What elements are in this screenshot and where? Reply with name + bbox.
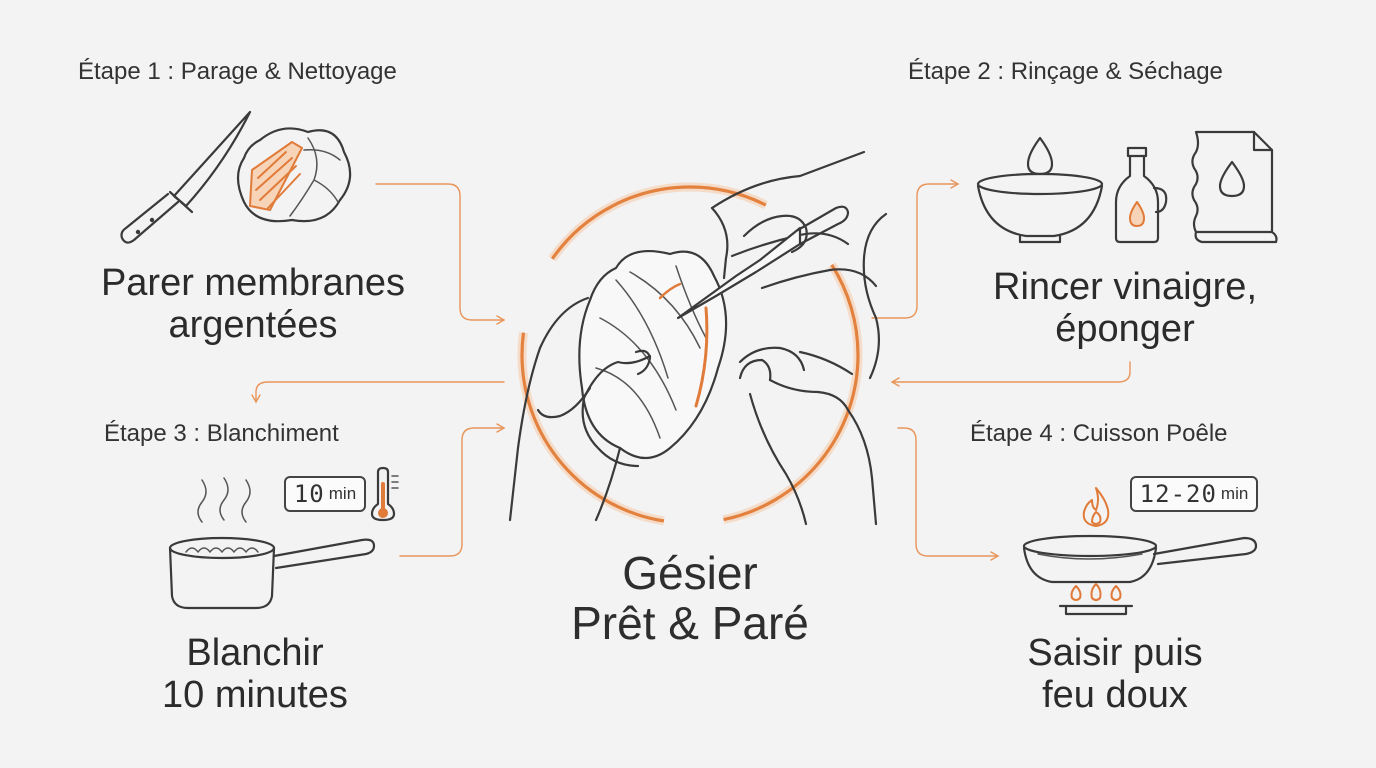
step1-title: Étape 1 : Parage & Nettoyage [78, 58, 397, 85]
gas-burner-icon [1058, 583, 1134, 616]
step4-timer-value: 12-20 [1139, 480, 1217, 508]
center-title-line2: Prêt & Paré [571, 597, 809, 649]
step3-title: Étape 3 : Blanchiment [104, 420, 339, 447]
center-title: Gésier Prêt & Paré [520, 548, 860, 648]
step4-action-line1: Saisir puis [1027, 632, 1203, 674]
arrow-step1-to-center [375, 183, 506, 325]
step1-action: Parer membranes argentées [72, 262, 434, 346]
saucepan-icon [168, 477, 376, 610]
arrow-step3-to-center [399, 423, 506, 557]
bowl-water-icon [976, 136, 1104, 244]
step3-action: Blanchir 10 minutes [110, 632, 400, 716]
step2-action-line2: éponger [1055, 308, 1195, 350]
step2-action: Rincer vinaigre, éponger [940, 266, 1310, 350]
step3-timer: 10 min [284, 476, 366, 512]
center-title-line1: Gésier [622, 547, 758, 599]
step2-title: Étape 2 : Rinçage & Séchage [908, 58, 1223, 85]
arrow-center-to-step2 [871, 179, 960, 319]
step1-action-line2: argentées [168, 304, 338, 346]
step1-action-line1: Parer membranes [100, 262, 406, 304]
step4-timer-unit: min [1220, 484, 1249, 503]
step3-action-line2: 10 minutes [162, 674, 348, 716]
step3-action-line1: Blanchir [186, 632, 324, 674]
step3-timer-unit: min [328, 484, 357, 503]
arrow-step2-to-center [890, 361, 1131, 387]
knife-icon [120, 110, 252, 244]
step4-title: Étape 4 : Cuisson Poêle [970, 420, 1228, 447]
step2-action-line1: Rincer vinaigre, [993, 266, 1257, 308]
center-ring [517, 182, 863, 528]
hands-trimming-gizzard-icon [508, 150, 888, 526]
paper-towel-icon [1191, 130, 1278, 244]
gizzard-icon [236, 127, 352, 223]
arrow-center-to-step3 [251, 381, 505, 404]
frying-pan-icon [1022, 534, 1258, 584]
step4-action-line2: feu doux [1042, 674, 1188, 716]
thermometer-icon [370, 466, 399, 522]
step3-timer-value: 10 [293, 480, 325, 508]
step4-action: Saisir puis feu doux [960, 632, 1270, 716]
flame-icon [1082, 487, 1110, 527]
arrow-center-to-step4 [897, 427, 1000, 561]
vinegar-bottle-icon [1114, 146, 1168, 244]
step4-timer: 12-20 min [1130, 476, 1258, 512]
